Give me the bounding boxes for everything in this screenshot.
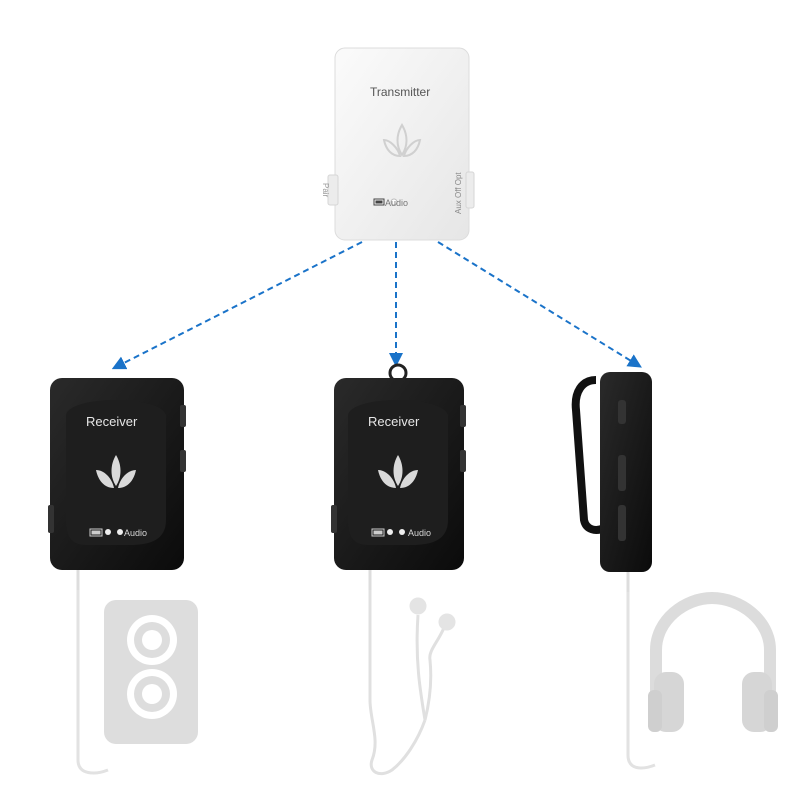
headphones-icon <box>626 591 778 770</box>
transmitter <box>327 47 475 241</box>
battery-icon <box>373 198 385 206</box>
receiver-1-title: Receiver <box>86 414 138 429</box>
arrow-to-receiver-3 <box>437 241 642 368</box>
lotus-logo-icon <box>382 123 422 158</box>
battery-icon <box>371 528 385 537</box>
receiver-2 <box>331 363 466 590</box>
lotus-logo-icon <box>378 455 418 488</box>
battery-icon <box>89 528 103 537</box>
receiver-2-title: Receiver <box>368 414 420 429</box>
transmitter-title: Transmitter <box>370 85 431 99</box>
lotus-logo-icon <box>96 455 136 488</box>
arrow-to-receiver-1 <box>111 241 363 370</box>
earphones-icon <box>368 590 456 776</box>
receiver-3-side-view <box>571 372 652 592</box>
pair-button-label: Pair <box>321 183 330 198</box>
speaker-icon <box>76 590 198 775</box>
receiver-2-audio-label: Audio <box>408 528 432 538</box>
receiver-1-audio-label: Audio <box>124 528 148 538</box>
input-switch-label: Aux Off Opt <box>454 172 463 214</box>
status-led <box>390 198 398 206</box>
connection-arrows <box>111 241 642 370</box>
receiver-1 <box>48 378 186 590</box>
transmitter-audio-label: Audio <box>385 198 409 208</box>
